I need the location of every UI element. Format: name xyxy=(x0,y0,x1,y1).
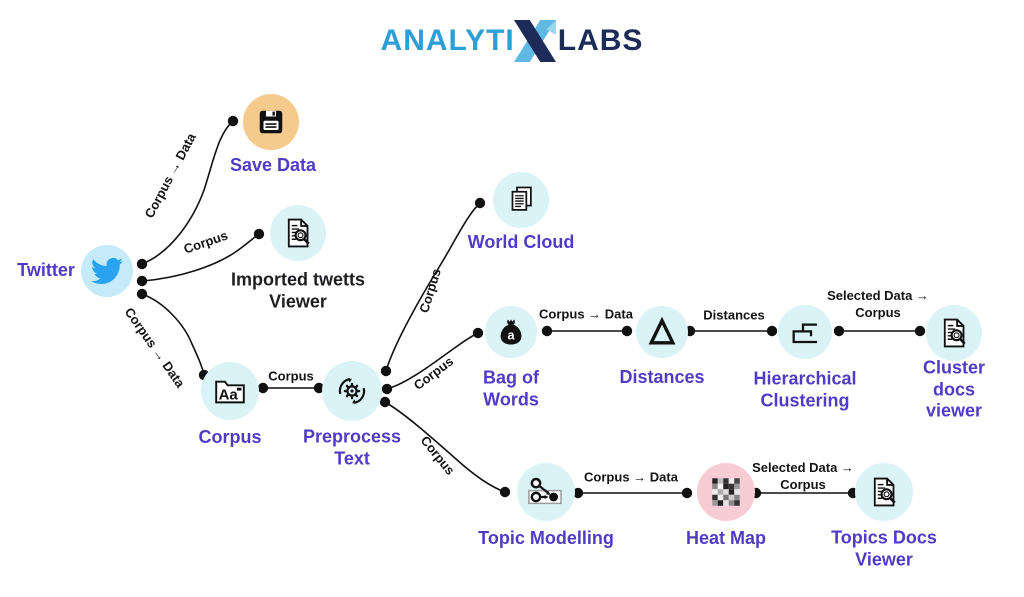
node-label-twitter: Twitter xyxy=(17,260,75,281)
node-topic-modelling[interactable] xyxy=(517,463,575,521)
node-preprocess-text[interactable] xyxy=(322,361,382,421)
preprocess-gear-icon xyxy=(338,378,366,404)
edge-twitter-to-corpus xyxy=(141,293,205,376)
edge-preprocess-to-world-cloud xyxy=(385,202,481,372)
edge-label-heatmap-topics: Selected Data → Corpus xyxy=(752,460,854,492)
node-label-corpus: Corpus xyxy=(198,427,262,448)
bag-of-words-icon: a xyxy=(500,319,522,345)
node-label-bag-of-words: Bag of Words xyxy=(483,367,539,409)
save-floppy-icon xyxy=(259,110,283,134)
documents-icon xyxy=(511,186,532,211)
node-imported-viewer[interactable] xyxy=(270,205,326,261)
brand-logo: ANALYTI LABS xyxy=(0,20,1024,62)
node-twitter[interactable] xyxy=(81,245,133,297)
node-topics-docs-viewer[interactable] xyxy=(855,463,913,521)
edge-label-corpus-preprocess: Corpus xyxy=(268,368,314,384)
topic-modelling-icon xyxy=(528,477,562,505)
heat-map-grid-icon xyxy=(712,478,740,506)
node-hierarchical-clustering[interactable] xyxy=(778,305,832,359)
node-label-hierarchical-clustering: Hierarchical Clustering xyxy=(753,368,857,410)
dendrogram-icon xyxy=(792,323,817,344)
corpus-folder-icon: Aa xyxy=(215,380,245,403)
node-world-cloud[interactable] xyxy=(493,172,549,228)
node-label-cluster-docs-viewer: Cluster docs viewer xyxy=(922,357,985,421)
node-label-imported-viewer: Imported twetts Viewer xyxy=(230,269,366,311)
node-label-preprocess-text: Preprocess Text xyxy=(302,426,402,468)
svg-text:a: a xyxy=(507,328,515,342)
node-label-distances: Distances xyxy=(619,367,705,388)
node-label-heat-map: Heat Map xyxy=(685,528,767,549)
edge-twitter-to-imported-viewer xyxy=(141,233,260,282)
edge-label-distances-hierarchical: Distances xyxy=(703,307,765,323)
node-heat-map[interactable] xyxy=(697,463,755,521)
node-label-topics-docs-viewer: Topics Docs Viewer xyxy=(831,527,937,569)
svg-text:Aa: Aa xyxy=(219,386,239,403)
edge-label-topic-heatmap: Corpus → Data xyxy=(584,469,678,485)
node-corpus[interactable]: Aa xyxy=(201,362,259,420)
logo-x-icon xyxy=(513,20,556,62)
document-search-icon xyxy=(281,216,315,250)
twitter-bird-icon xyxy=(91,258,123,285)
edge-preprocess-to-bag-of-words xyxy=(386,332,479,390)
logo-text-analyti: ANALYTI xyxy=(380,24,515,57)
delta-triangle-icon xyxy=(648,316,676,345)
node-distances[interactable] xyxy=(636,306,688,358)
edge-twitter-to-save-data xyxy=(141,120,234,265)
node-cluster-docs-viewer[interactable] xyxy=(926,305,982,361)
edge-preprocess-to-topic-modelling xyxy=(384,401,506,493)
edge-label-bag-distances: Corpus → Data xyxy=(539,306,633,322)
node-label-world-cloud: World Cloud xyxy=(467,232,575,253)
document-search-icon xyxy=(867,475,901,509)
node-label-save-data: Save Data xyxy=(229,155,317,176)
logo-text-labs: LABS xyxy=(557,24,644,57)
node-label-topic-modelling: Topic Modelling xyxy=(478,528,614,549)
node-save-data[interactable] xyxy=(243,94,299,150)
edge-label-hierarchical-cluster: Selected Data → Corpus xyxy=(827,288,929,320)
document-search-icon xyxy=(937,316,971,350)
node-bag-of-words[interactable]: a xyxy=(485,306,537,358)
